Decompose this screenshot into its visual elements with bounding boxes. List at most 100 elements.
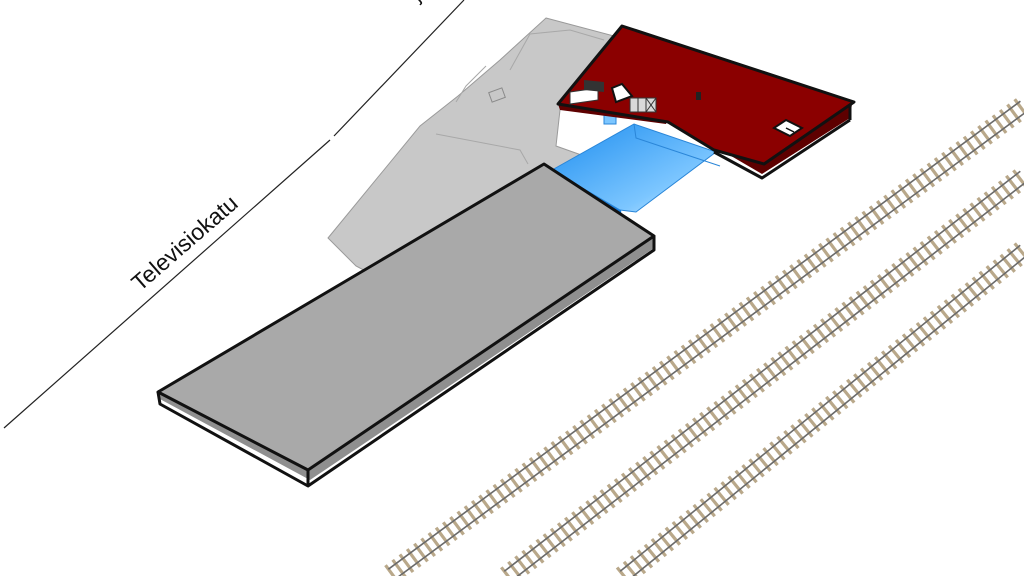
track-sleeper — [834, 307, 851, 327]
track-sleeper — [887, 344, 905, 364]
track-sleeper — [572, 424, 588, 445]
track-sleeper — [977, 125, 993, 145]
track-sleeper — [820, 318, 837, 338]
track-sleeper — [727, 389, 744, 410]
track-sleeper — [984, 119, 1001, 140]
track-sleeper — [741, 378, 758, 399]
track-sleeper — [713, 486, 730, 506]
track-sleeper — [478, 494, 494, 515]
track-sleeper — [413, 542, 429, 563]
existing-building-inner-line-1 — [509, 29, 605, 71]
track-sleeper — [622, 387, 639, 408]
railway-track — [615, 242, 1024, 576]
track-sleeper — [720, 481, 737, 501]
track-sleeper — [586, 414, 603, 434]
track-sleeper — [420, 537, 436, 558]
track-sleeper — [877, 274, 893, 294]
track-sleeper — [948, 146, 964, 167]
track-sleeper — [756, 367, 773, 388]
track-sleeper — [678, 515, 695, 535]
track-sleeper — [695, 333, 711, 354]
track-sleeper — [601, 403, 617, 424]
street-label-televisiokatu: Televisiokatu — [126, 190, 242, 296]
track-sleeper — [564, 516, 581, 537]
track-sleeper — [470, 499, 487, 520]
track-sleeper — [866, 361, 884, 381]
track-sleeper — [841, 301, 858, 321]
track-sleeper — [976, 196, 993, 217]
track-sleeper — [673, 349, 690, 370]
track-sleeper — [767, 280, 784, 300]
track-sleeper — [915, 321, 933, 342]
track-sleeper — [818, 401, 835, 421]
track-sleeper — [992, 259, 1009, 279]
track-sleeper — [1006, 248, 1023, 268]
track-sleeper — [753, 291, 769, 311]
track-sleeper — [955, 213, 972, 233]
track-sleeper — [985, 265, 1002, 285]
track-sleeper — [983, 191, 1000, 211]
track-sleeper — [670, 434, 687, 454]
track-sleeper — [919, 167, 936, 188]
track-sleeper — [922, 316, 940, 336]
track-sleeper — [929, 310, 947, 330]
track-sleeper — [542, 533, 559, 553]
railway-tracks — [384, 98, 1024, 576]
track-sleeper — [970, 130, 986, 150]
track-rail — [632, 256, 1024, 576]
track-sleeper — [599, 489, 616, 509]
track-sleeper — [398, 553, 415, 574]
track-sleeper — [692, 417, 709, 437]
track-sleeper — [716, 317, 733, 338]
track-sleeper — [777, 351, 794, 371]
track-sleeper — [797, 418, 814, 438]
track-sleeper — [663, 439, 680, 459]
track-sleeper — [745, 296, 762, 316]
glass-bridge-top — [550, 123, 718, 213]
track-sleeper — [684, 422, 701, 443]
track-sleeper — [606, 483, 623, 503]
track-sleeper — [926, 235, 943, 255]
track-sleeper — [847, 221, 863, 242]
track-sleeper — [656, 445, 673, 465]
track-sleeper — [651, 366, 668, 386]
track-sleeper — [1006, 103, 1022, 124]
street-lines — [3, 0, 465, 429]
track-sleeper — [873, 356, 891, 376]
track-sleeper — [724, 312, 740, 333]
track-sleeper — [905, 252, 922, 272]
track-sleeper — [782, 269, 798, 290]
track-sleeper — [456, 510, 473, 531]
track-sleeper — [613, 478, 630, 498]
track-sleeper — [615, 566, 627, 576]
track-sleeper — [685, 509, 702, 529]
track-sleeper — [990, 185, 1007, 206]
track-sleeper — [1012, 169, 1024, 187]
street-label-top-fragment: ja — [406, 0, 434, 6]
track-sleeper — [579, 419, 596, 440]
railway-track — [384, 98, 1024, 576]
track-sleeper — [659, 360, 675, 381]
track-sleeper — [912, 173, 928, 193]
track-sleeper — [592, 494, 609, 514]
track-sleeper — [891, 263, 908, 283]
track-sleeper — [578, 505, 595, 525]
track-sleeper — [565, 430, 581, 450]
track-sleeper — [898, 257, 915, 277]
track-sleeper — [839, 384, 856, 404]
existing-building-inner-line-3 — [455, 65, 487, 103]
track-sleeper — [950, 293, 968, 313]
track-sleeper — [384, 564, 396, 576]
track-sleeper — [692, 503, 709, 524]
track-sleeper — [926, 162, 943, 183]
track-sleeper — [636, 549, 654, 569]
track-sleeper — [991, 114, 1008, 134]
track-sleeper — [948, 218, 965, 239]
track-sleeper — [861, 210, 878, 231]
track-sleeper — [731, 307, 747, 327]
track-sleeper — [649, 450, 666, 470]
track-sleeper — [734, 469, 751, 489]
track-sleeper — [543, 446, 559, 466]
track-sleeper — [969, 202, 986, 222]
glass-bridge-edge — [633, 123, 721, 167]
